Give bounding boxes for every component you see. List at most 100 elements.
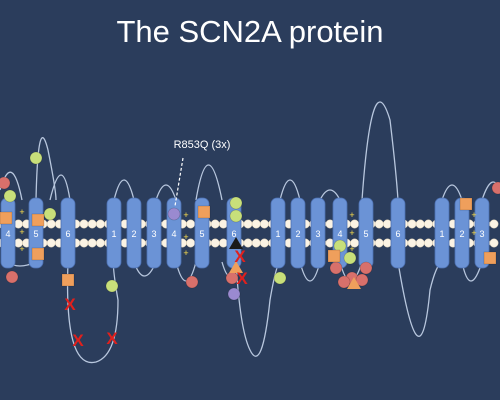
charge-plus: + (349, 210, 354, 220)
charge-plus: + (183, 210, 188, 220)
domain-3-helix-5: 5 (358, 197, 374, 269)
truncation-x: X (72, 331, 84, 350)
variant-green (343, 251, 357, 265)
lipid-head (79, 238, 89, 248)
variant-square (61, 273, 75, 287)
helix-label: 3 (151, 229, 156, 239)
helix-body (270, 197, 286, 269)
charge-plus: + (349, 244, 354, 254)
domain-3-helix-3: 3 (310, 197, 326, 269)
lipid-head (415, 219, 425, 229)
helix-label: 4 (337, 229, 342, 239)
domain-4-helix-2: 2 (454, 197, 470, 269)
charge-plus: + (471, 210, 476, 220)
domain-3-helix-1: 1 (270, 197, 286, 269)
helix-label: 1 (439, 229, 444, 239)
helix-label: 4 (5, 229, 10, 239)
lipid-head (251, 219, 261, 229)
helix-label: 4 (171, 229, 176, 239)
lipid-head (210, 238, 220, 248)
annotation: R853Q (3x) (174, 139, 231, 207)
charge-plus: + (471, 228, 476, 238)
lipid-head (350, 219, 360, 229)
lipid-head (243, 219, 253, 229)
helix-label: 6 (231, 229, 236, 239)
lipid-head (210, 219, 220, 229)
domain-3-helix-2: 2 (290, 197, 306, 269)
lipid-head (87, 238, 97, 248)
truncation-x: X (64, 295, 76, 314)
variant-green (3, 189, 17, 203)
charge-markers: +++++++++++ (19, 207, 476, 258)
variant-square (483, 251, 497, 265)
domain-3-helix-6: 6 (390, 197, 406, 269)
helix-body (126, 197, 142, 269)
lipid-head (186, 219, 196, 229)
variant-red (337, 275, 351, 289)
variant-purple (167, 207, 181, 221)
loop-segment (49, 174, 71, 201)
variant-square (0, 211, 13, 225)
helix-body (474, 197, 490, 269)
lipid-head (407, 219, 417, 229)
variant-square (197, 205, 211, 219)
helix-body (310, 197, 326, 269)
lipid-head (87, 219, 97, 229)
domain-4-helix-1: 1 (434, 197, 450, 269)
variant-green (43, 207, 57, 221)
variant-green (229, 209, 243, 223)
helix-body (390, 197, 406, 269)
lipid-head (243, 238, 253, 248)
helix-label: 5 (33, 229, 38, 239)
annotation-pointer (174, 157, 184, 207)
helix-label: 1 (111, 229, 116, 239)
variant-red (5, 270, 19, 284)
truncation-x: X (234, 247, 246, 266)
variant-triangle (347, 277, 361, 289)
loop-segment (397, 261, 443, 337)
lipid-head (46, 238, 56, 248)
lipid-head (407, 238, 417, 248)
loop-segment (279, 179, 301, 201)
helix-label: 2 (131, 229, 136, 239)
variant-square (459, 197, 473, 211)
domain-2-helix-2: 2 (126, 197, 142, 269)
lipid-head (423, 238, 433, 248)
charge-plus: + (183, 248, 188, 258)
domain-1-helix-4: 4 (0, 197, 16, 269)
variant-square (31, 247, 45, 261)
charge-plus: + (19, 244, 24, 254)
loop-segment (441, 184, 463, 201)
lipid-head (489, 219, 499, 229)
lipid-head (218, 238, 228, 248)
charge-plus: + (19, 207, 24, 217)
lipid-head (251, 238, 261, 248)
annotation-label: R853Q (3x) (174, 139, 231, 151)
helix-label: 5 (199, 229, 204, 239)
variant-red (329, 261, 343, 275)
variant-green (29, 151, 43, 165)
domain-2-helix-1: 1 (106, 197, 122, 269)
loop-segment (319, 189, 341, 201)
helix-label: 5 (363, 229, 368, 239)
lipid-head (489, 238, 499, 248)
helix-body (106, 197, 122, 269)
loop-segment (361, 101, 399, 201)
helix-label: 2 (295, 229, 300, 239)
helix-body (60, 197, 76, 269)
lipid-head (218, 219, 228, 229)
lipid-head (374, 219, 384, 229)
loop-segment (195, 164, 223, 201)
lipid-head (95, 219, 105, 229)
lipid-head (382, 238, 392, 248)
variant-green (105, 279, 119, 293)
variant-red (355, 273, 369, 287)
loop-segment (155, 184, 177, 201)
variant-green (229, 196, 243, 210)
domain-4-helix-3: 3 (474, 197, 490, 269)
loop-segment (113, 179, 135, 201)
charge-plus: + (183, 232, 188, 242)
